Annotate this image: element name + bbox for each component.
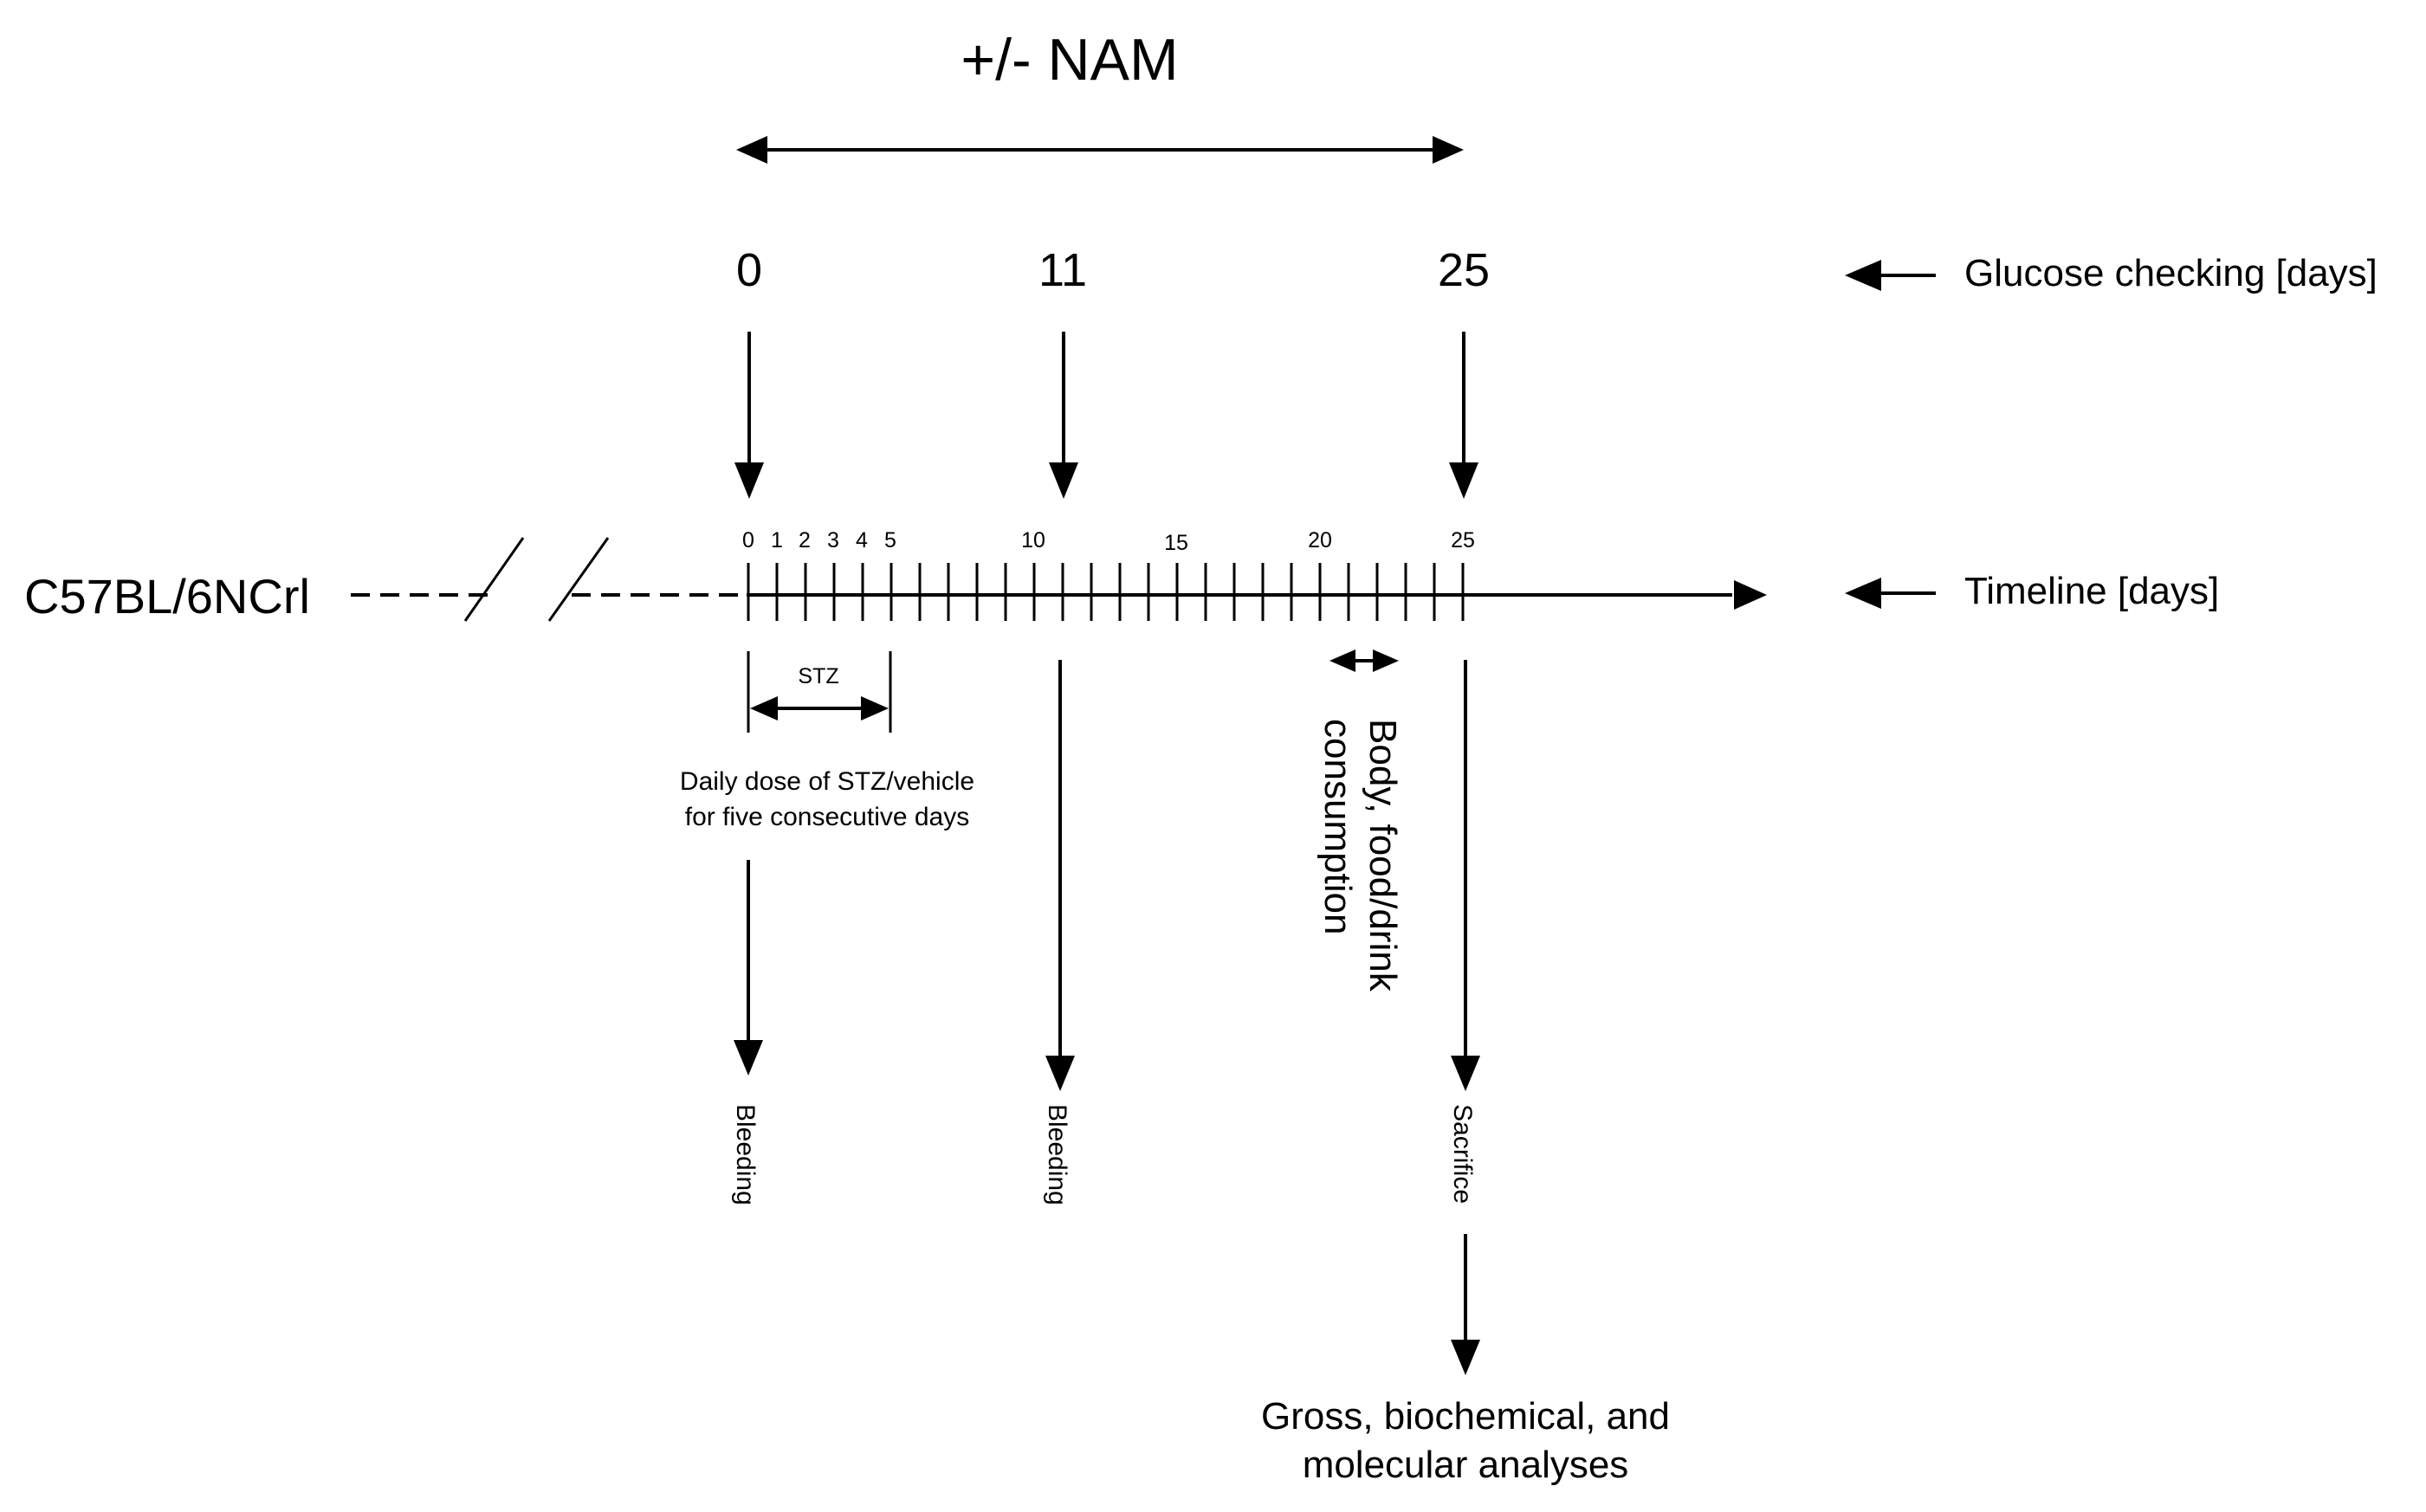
analyses-line2: molecular analyses [1303,1444,1629,1486]
consumption-label-line1: Body, food/drink [1362,719,1404,992]
stz-caption-line2: for five consecutive days [685,803,970,831]
tick-label-1: 1 [771,528,783,552]
analyses-line1: Gross, biochemical, and [1261,1395,1670,1438]
timeline-label: Timeline [days] [1964,570,2219,612]
tick-label-4: 4 [856,528,868,552]
consumption-period-arrow [1329,649,1399,672]
bleeding-label-day-11: Bleeding [1043,1104,1071,1205]
glucose-checking-label: Glucose checking [days] [1964,252,2377,294]
nam-period-arrow [736,136,1464,164]
analyses-arrow [1451,1234,1480,1375]
bleeding-arrow-day-0 [734,860,763,1076]
tick-label-10: 10 [1021,528,1045,552]
tick-label-20: 20 [1308,528,1332,552]
tick-label-25: 25 [1451,528,1475,552]
stz-label: STZ [798,664,838,688]
bleeding-label-day-0: Bleeding [731,1104,760,1205]
tick-label-5: 5 [884,528,896,552]
strain-label: C57BL/6NCrl [24,569,310,624]
glucose-arrow-day-0 [734,332,764,499]
sacrifice-label: Sacrifice [1448,1104,1477,1204]
glucose-arrow-day-11 [1049,332,1078,499]
glucose-day-11: 11 [1038,244,1087,296]
treatment-title: +/- NAM [961,27,1178,93]
glucose-day-0: 0 [736,244,762,296]
glucose-day-25: 25 [1438,244,1490,296]
tick-label-3: 3 [827,528,839,552]
tick-label-2: 2 [799,528,811,552]
timeline-legend-arrow [1845,578,1936,609]
timeline-axis [747,580,1767,610]
glucose-legend-arrow [1845,260,1936,291]
stz-caption-line1: Daily dose of STZ/vehicle [680,767,974,796]
sacrifice-arrow [1451,660,1480,1091]
bleeding-arrow-day-11 [1045,660,1075,1091]
tick-label-0: 0 [742,528,754,552]
glucose-arrow-day-25 [1449,332,1478,499]
tick-label-15: 15 [1164,531,1188,555]
timeline-break-marks [463,537,610,622]
timeline-ticks [747,563,1465,621]
stz-bracket [747,651,892,733]
consumption-label-line2: consumption [1317,719,1359,934]
